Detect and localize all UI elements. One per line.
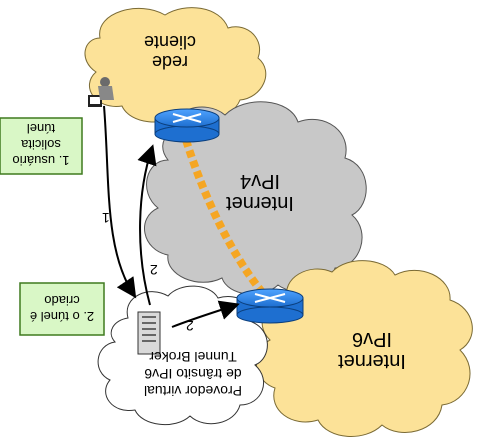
- ipv6-tunnel: [182, 138, 266, 295]
- router-client-edge: [154, 108, 220, 143]
- user-computer-icon: [88, 77, 114, 107]
- label-arrow-1: 1: [102, 210, 110, 226]
- step1-box: [0, 117, 83, 175]
- flow-arrows: [103, 105, 240, 328]
- arrow-step-2-provider: [171, 300, 240, 328]
- label-step1-box: 1. usuário solicita túnel: [12, 121, 70, 168]
- label-arrow-2a: 2: [150, 262, 158, 278]
- arrow-step-2-router: [137, 144, 157, 306]
- tunnel-broker-server-icon: [137, 311, 161, 355]
- step2-box: [19, 282, 105, 336]
- label-ipv4-internet: Internet IPv4: [226, 170, 294, 214]
- client-network-cloud: [84, 7, 267, 123]
- router-ipv6-edge: [236, 288, 304, 324]
- label-virtual-provider: Provedor virtual de trânsito IPv6 Tunnel…: [143, 349, 243, 399]
- arrow-step-1: [103, 105, 137, 299]
- label-client-network: rede cliente: [143, 32, 197, 72]
- label-arrow-2b: 2: [186, 318, 194, 334]
- label-step2-box: 2. o túnel é criado: [29, 293, 95, 324]
- label-ipv6-internet: Internet IPv6: [338, 328, 406, 372]
